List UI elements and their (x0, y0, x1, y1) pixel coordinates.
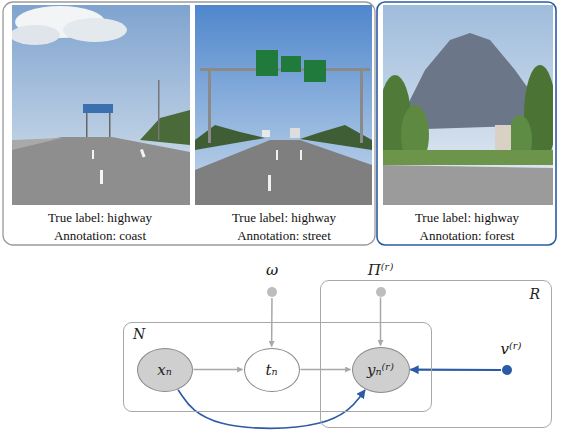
parameter-dot: ω (267, 287, 277, 297)
observed-variable: xₙ (137, 348, 193, 392)
road-sign (304, 60, 326, 82)
photo-caption: True label: highway (415, 210, 519, 225)
road (383, 165, 553, 205)
variable-label: Π⁽ʳ⁾ (368, 261, 394, 279)
gantry-post (208, 68, 211, 143)
parameter-dot: v⁽ʳ⁾ (502, 365, 512, 375)
road (195, 140, 372, 205)
lane-mark (300, 150, 302, 160)
highlight-outline (377, 2, 556, 245)
road-sign (281, 56, 301, 72)
cloud (63, 18, 127, 42)
photo-caption: True label: highway (232, 210, 336, 225)
sign-post (86, 113, 88, 137)
variable-label: tₙ (265, 361, 277, 379)
lane-mark (140, 149, 146, 158)
plate-label: N (133, 326, 145, 342)
photo-caption: Annotation: forest (420, 228, 515, 243)
road (12, 137, 190, 205)
cloud (12, 25, 60, 45)
pole (158, 80, 160, 140)
variable-label: xₙ (157, 361, 172, 379)
observed-variable: yₙ⁽ʳ⁾ (352, 347, 410, 393)
building (495, 125, 511, 150)
road-edge (12, 138, 62, 150)
variable-label: v⁽ʳ⁾ (500, 340, 521, 358)
variable-label: ω (266, 261, 278, 279)
dependency-arrow (194, 369, 243, 371)
lane-mark (276, 150, 278, 160)
grass (383, 150, 553, 165)
dependency-arrow (301, 369, 351, 371)
street-photo (195, 5, 372, 205)
photo-caption: Annotation: coast (54, 228, 146, 243)
dependency-arrow (178, 390, 365, 429)
photo-caption: True label: highway (48, 210, 152, 225)
forest-photo (383, 5, 553, 205)
truck (290, 128, 300, 138)
plate-box: Nxₙ tₙ yₙ⁽ʳ⁾ (123, 322, 432, 412)
gantry-post (360, 68, 363, 143)
dependency-arrow (411, 369, 502, 372)
lane-mark (268, 175, 271, 191)
coast-photo (12, 5, 190, 205)
parameter-dot: Π⁽ʳ⁾ (376, 287, 386, 297)
sky (195, 5, 372, 205)
sign-post (109, 113, 111, 137)
lane-mark (100, 170, 103, 184)
lane-mark (92, 150, 94, 159)
plate-label: R (529, 286, 540, 302)
photo-caption: Annotation: street (237, 228, 331, 243)
car (262, 130, 270, 137)
road-sign (83, 104, 113, 113)
variable-label: yₙ⁽ʳ⁾ (367, 361, 394, 379)
group-outline (3, 2, 375, 245)
road-sign (256, 50, 278, 76)
latent-variable: tₙ (244, 348, 300, 392)
trees (140, 110, 190, 145)
